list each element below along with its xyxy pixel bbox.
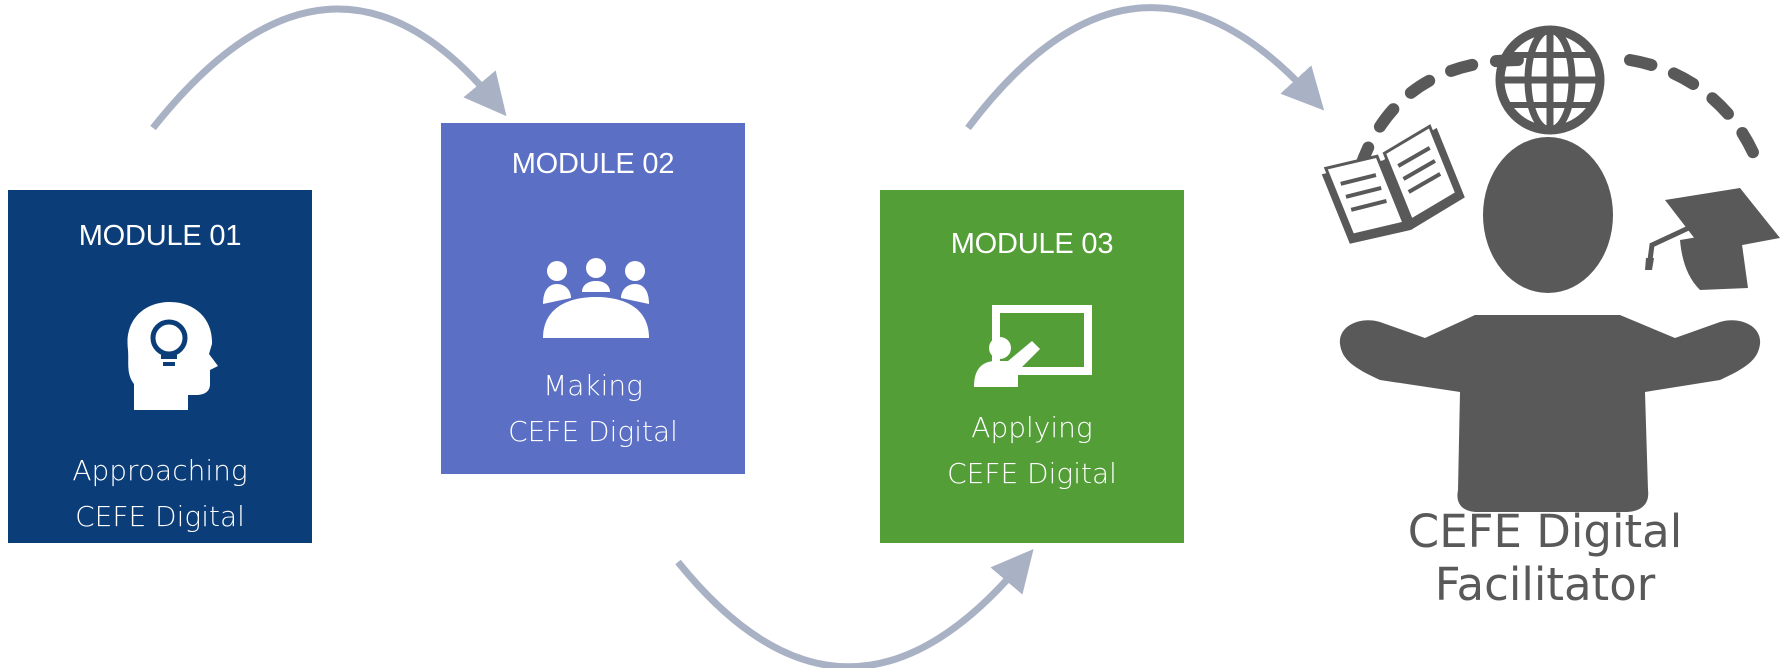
module-03-line1: Applying bbox=[971, 411, 1093, 444]
arrow-module2-to-module3 bbox=[675, 548, 1034, 668]
globe-icon bbox=[1495, 25, 1605, 135]
graduation-cap-icon bbox=[1645, 188, 1780, 290]
person-head bbox=[1483, 137, 1613, 293]
head-lightbulb-icon bbox=[127, 302, 218, 410]
module-01-box: MODULE 01 Approaching CEFE Digital bbox=[8, 190, 312, 543]
module-03-line2: CEFE Digital bbox=[947, 457, 1117, 490]
meeting-group-icon bbox=[543, 258, 649, 338]
module-03-box: MODULE 03 Applying CEFE Digital bbox=[880, 190, 1184, 543]
module-02-description: Making CEFE Digital bbox=[441, 363, 745, 455]
module-02-line2: CEFE Digital bbox=[508, 415, 678, 448]
person-body bbox=[1339, 315, 1761, 512]
module-02-box: MODULE 02 Making CEFE Digital bbox=[441, 123, 745, 474]
facilitator-juggling-icon bbox=[1321, 25, 1780, 512]
facilitator-label: CEFE Digital Facilitator bbox=[1407, 505, 1683, 611]
teacher-board-icon bbox=[974, 305, 1092, 387]
module-01-line2: CEFE Digital bbox=[75, 500, 245, 533]
module-03-description: Applying CEFE Digital bbox=[880, 405, 1184, 497]
arrow-module1-to-module2 bbox=[150, 5, 507, 131]
module-01-line1: Approaching bbox=[72, 454, 248, 487]
module-02-title: MODULE 02 bbox=[511, 148, 675, 180]
open-book-icon bbox=[1321, 124, 1465, 244]
module-03-title: MODULE 03 bbox=[950, 228, 1114, 260]
module-01-description: Approaching CEFE Digital bbox=[8, 448, 312, 540]
module-02-line1: Making bbox=[543, 369, 643, 402]
arrow-module3-to-facilitator bbox=[965, 4, 1325, 131]
module-01-title: MODULE 01 bbox=[78, 220, 242, 252]
